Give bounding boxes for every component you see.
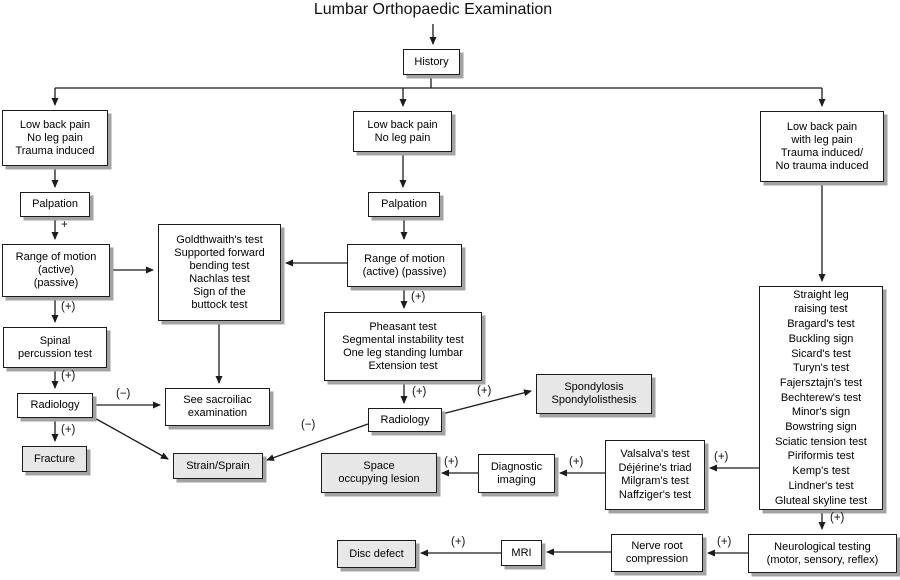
node-palpation-left: Palpation (20, 192, 90, 217)
node-history: History (403, 49, 460, 75)
edge-label-mri-discdefect-plus: (+) (451, 536, 466, 548)
edge-label-legtests-valsalva-plus: (+) (714, 451, 729, 463)
edge-label-valsalva-imaging-plus: (+) (569, 456, 584, 468)
edge-label-rom-spinal-plus: (+) (61, 301, 76, 313)
node-nerve-root-compression: Nerve root compression (611, 534, 703, 572)
node-spondylosis: Spondylosis Spondylolisthesis (536, 374, 652, 414)
edge-label-spinal-radiology-plus: (+) (61, 370, 76, 382)
node-palpation-mid: Palpation (368, 192, 440, 217)
node-fracture: Fracture (22, 446, 87, 472)
node-disc-defect: Disc defect (337, 540, 416, 568)
branch-rail (55, 75, 822, 89)
edge-label-neuro-nerveroot-plus: (+) (717, 536, 732, 548)
node-see-sacroiliac: See sacroiliac examination (165, 388, 270, 426)
node-low-back-pain-no-leg: Low back pain No leg pain (353, 111, 452, 152)
node-goldthwaith-tests: Goldthwaith's test Supported forward ben… (158, 224, 281, 321)
node-strain-sprain: Strain/Sprain (173, 453, 263, 479)
edge-label-rom-pheasant-plus: (+) (411, 291, 426, 303)
node-range-of-motion-mid: Range of motion (active) (passive) (347, 244, 462, 287)
arrow-radiologymid-strain (266, 423, 369, 461)
edge-label-palpation-rom-plus: + (61, 219, 68, 231)
node-diagnostic-imaging: Diagnostic imaging (478, 454, 555, 493)
node-leg-tests-list: Straight leg raising test Bragard's test… (759, 286, 883, 510)
node-neurological-testing: Neurological testing (motor, sensory, re… (748, 534, 897, 573)
node-mri: MRI (501, 540, 542, 566)
node-spinal-percussion-test: Spinal percussion test (3, 327, 107, 368)
node-range-of-motion-left: Range of motion (active) (passive) (2, 244, 110, 297)
node-space-occupying-lesion: Space occupying lesion (321, 453, 437, 493)
edge-label-radiology-spondylosis-plus: (+) (477, 385, 492, 397)
edge-label-radiology-strain-minus: (−) (301, 419, 316, 431)
edge-label-pheasant-radiology-plus: (+) (412, 386, 427, 398)
edge-label-radiology-sacroiliac-minus: (−) (116, 388, 131, 400)
node-radiology-left: Radiology (17, 393, 93, 418)
node-low-back-pain-leg: Low back pain with leg pain Trauma induc… (760, 111, 884, 182)
edge-label-legtests-neuro-plus: (+) (830, 512, 845, 524)
edge-label-imaging-lesion-plus: (+) (444, 456, 459, 468)
node-low-back-pain-trauma: Low back pain No leg pain Trauma induced (2, 110, 108, 166)
node-pheasant-tests: Pheasant test Segmental instability test… (324, 312, 482, 381)
arrow-radiologymid-spondylosis (441, 389, 532, 415)
diagram-title: Lumbar Orthopaedic Examination (313, 1, 553, 18)
edge-label-radiology-fracture-plus: (+) (61, 424, 76, 436)
node-valsalva-tests: Valsalva's test Déjérine's triad Milgram… (605, 440, 705, 510)
node-radiology-mid: Radiology (368, 408, 442, 432)
arrow-radiology-strain (90, 415, 169, 460)
